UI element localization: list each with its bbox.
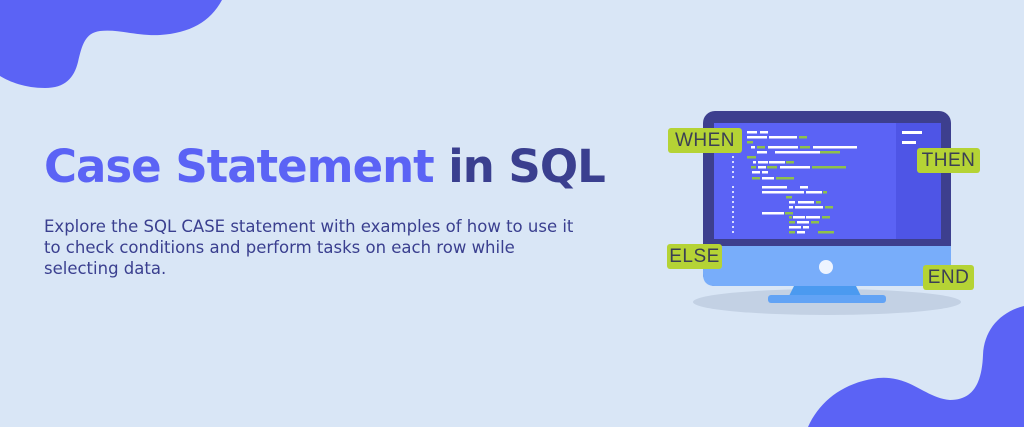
top-left-blob-shape xyxy=(0,0,222,88)
line-dots xyxy=(732,156,734,233)
keyword-tag-when: WHEN xyxy=(668,128,742,153)
page-description: Explore the SQL CASE statement with exam… xyxy=(44,217,574,278)
code-keywords xyxy=(747,136,846,234)
keyword-tag-else: ELSE xyxy=(667,244,722,269)
title-rest: in SQL xyxy=(433,140,605,193)
page-title: Case Statement in SQL xyxy=(44,137,606,197)
title-highlight: Case Statement xyxy=(44,140,435,193)
bottom-right-blob-shape xyxy=(808,306,1024,427)
keyword-tag-then: THEN xyxy=(917,148,980,173)
code-lines xyxy=(747,131,857,234)
keyword-tag-end: END xyxy=(923,265,974,290)
